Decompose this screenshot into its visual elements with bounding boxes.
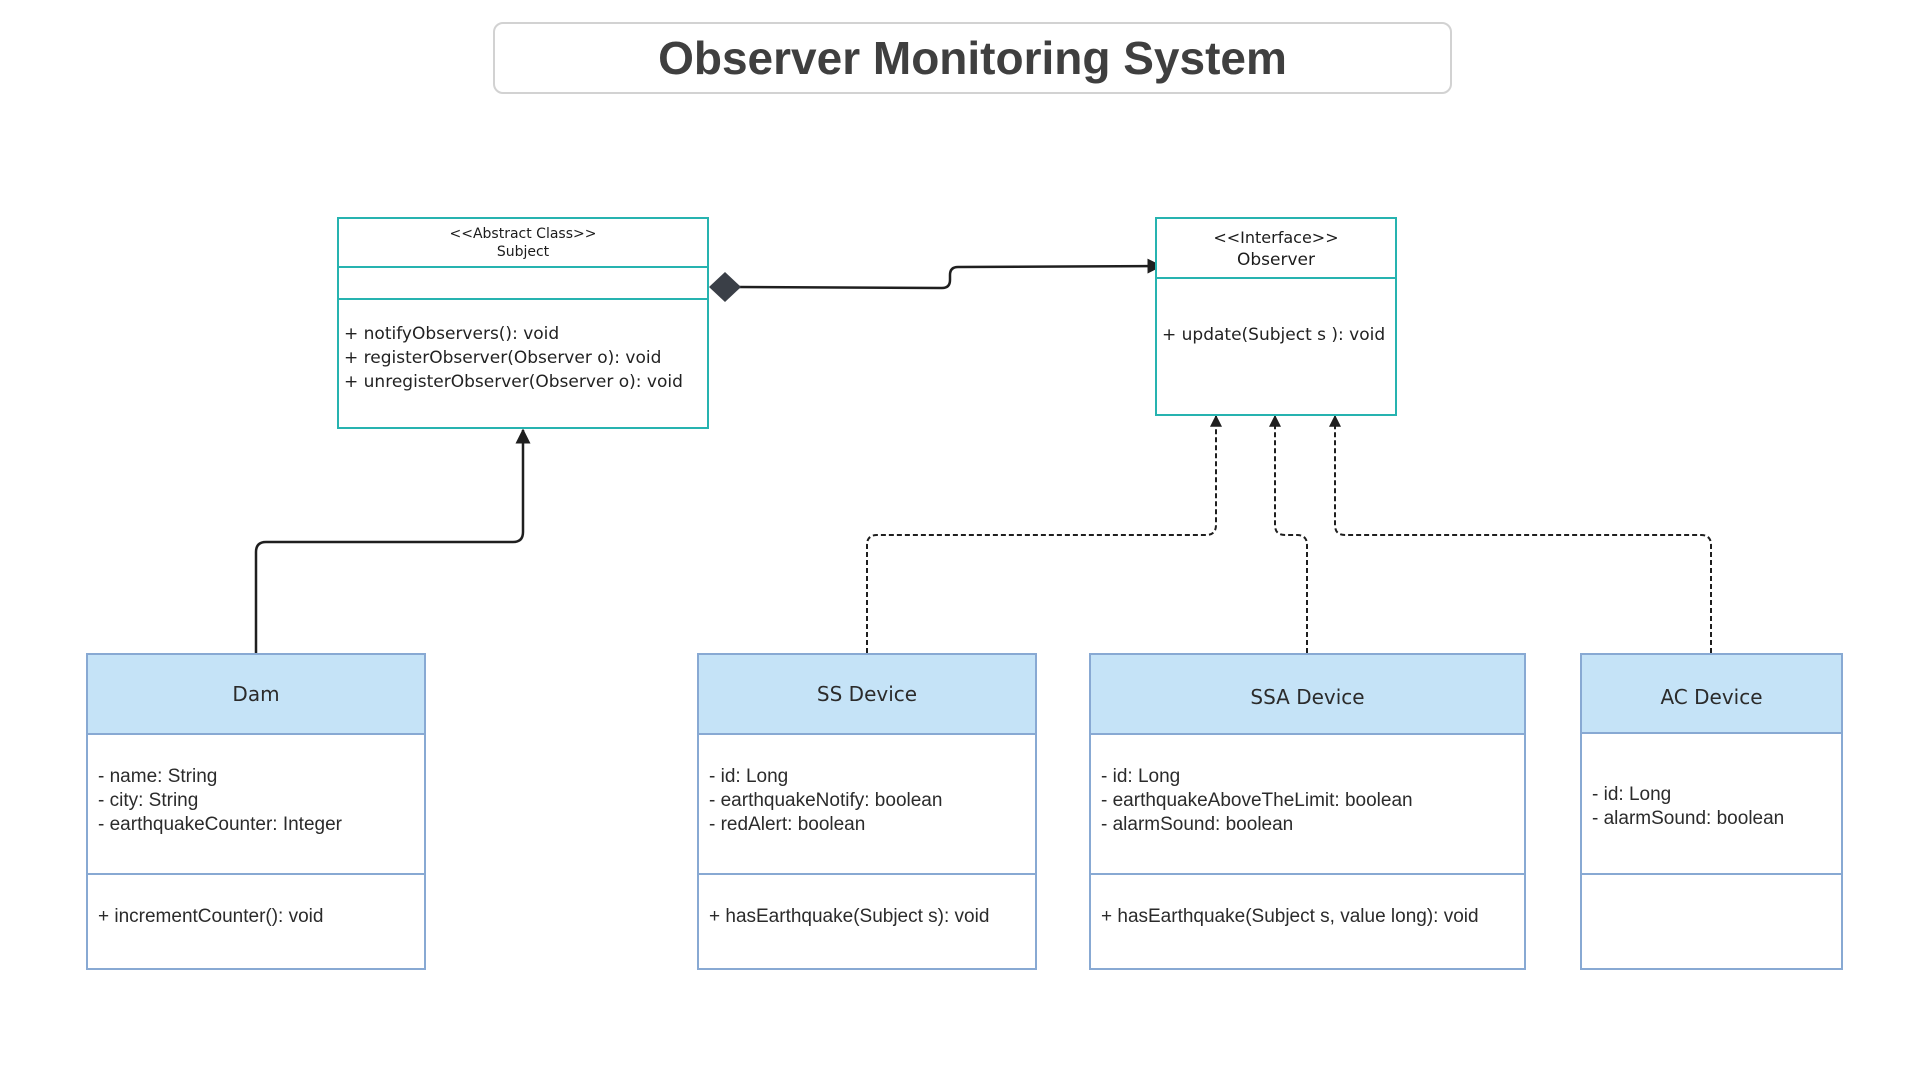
class-subject-methods: + notifyObservers(): void + registerObse… (339, 300, 707, 427)
class-ss-device-attributes: - id: Long - earthquakeNotify: boolean -… (699, 735, 1035, 875)
composition-diamond-icon (709, 272, 741, 302)
class-ac-device-name: AC Device (1660, 684, 1763, 709)
inheritance-line-dam-subject (254, 428, 531, 653)
class-subject-method: + registerObserver(Observer o): void (344, 348, 662, 368)
realization-line-ss-device-observer (866, 414, 1222, 653)
class-ac-device-header: AC Device (1582, 655, 1841, 734)
class-observer-stereotype: <<Interface>> (1213, 228, 1339, 247)
class-ss-device-method: + hasEarthquake(Subject s): void (709, 906, 990, 927)
class-observer-name: Observer (1237, 250, 1315, 270)
class-subject-method: + unregisterObserver(Observer o): void (344, 372, 683, 392)
class-subject-method: + notifyObservers(): void (344, 324, 560, 344)
class-observer-methods: + update(Subject s ): void (1157, 279, 1395, 414)
class-ss-device-attribute: - id: Long (709, 766, 789, 787)
class-ss-device[interactable]: SS Device - id: Long - earthquakeNotify:… (697, 653, 1037, 970)
class-subject-stereotype: <<Abstract Class>> (449, 226, 597, 242)
class-subject[interactable]: <<Abstract Class>> Subject + notifyObser… (337, 217, 709, 429)
class-dam-method: + incrementCounter(): void (98, 906, 324, 927)
class-dam[interactable]: Dam - name: String - city: String - eart… (86, 653, 426, 970)
class-ss-device-methods: + hasEarthquake(Subject s): void (699, 875, 1035, 968)
class-ssa-device-attribute: - alarmSound: boolean (1101, 814, 1294, 835)
class-ss-device-attribute: - earthquakeNotify: boolean (709, 790, 943, 811)
class-ssa-device-attribute: - earthquakeAboveTheLimit: boolean (1101, 790, 1413, 811)
class-dam-attributes: - name: String - city: String - earthqua… (88, 735, 424, 875)
class-ac-device-attributes: - id: Long - alarmSound: boolean (1582, 734, 1841, 875)
class-ssa-device-attribute: - id: Long (1101, 766, 1181, 787)
diagram-title-box: Observer Monitoring System (493, 22, 1452, 94)
class-observer-method: + update(Subject s ): void (1162, 325, 1386, 345)
class-dam-header: Dam (88, 655, 424, 735)
class-ssa-device-attributes: - id: Long - earthquakeAboveTheLimit: bo… (1091, 735, 1524, 875)
class-ssa-device[interactable]: SSA Device - id: Long - earthquakeAboveT… (1089, 653, 1526, 970)
class-ssa-device-methods: + hasEarthquake(Subject s, value long): … (1091, 875, 1524, 968)
class-ac-device-attribute: - alarmSound: boolean (1592, 808, 1785, 829)
class-observer[interactable]: <<Interface>> Observer + update(Subject … (1155, 217, 1397, 416)
class-ac-device-methods (1582, 875, 1841, 968)
class-ac-device-attribute: - id: Long (1592, 784, 1672, 805)
class-subject-name: Subject (496, 244, 550, 260)
realization-line-ac-device-observer (1329, 414, 1712, 653)
class-ssa-device-method: + hasEarthquake(Subject s, value long): … (1101, 906, 1479, 927)
realization-line-ssa-device-observer (1269, 414, 1308, 653)
diagram-title: Observer Monitoring System (658, 32, 1287, 84)
class-dam-attribute: - earthquakeCounter: Integer (98, 814, 342, 835)
class-ssa-device-name: SSA Device (1250, 685, 1365, 709)
class-ss-device-name: SS Device (816, 682, 918, 706)
class-ac-device[interactable]: AC Device - id: Long - alarmSound: boole… (1580, 653, 1843, 970)
class-subject-attributes (339, 268, 707, 300)
composition-line-subject-observer (737, 258, 1163, 290)
class-observer-header: <<Interface>> Observer (1157, 219, 1395, 279)
class-dam-name: Dam (232, 682, 280, 706)
class-subject-header: <<Abstract Class>> Subject (339, 219, 707, 268)
class-dam-methods: + incrementCounter(): void (88, 875, 424, 968)
class-dam-attribute: - city: String (98, 790, 199, 811)
class-ssa-device-header: SSA Device (1091, 655, 1524, 735)
class-ss-device-attribute: - redAlert: boolean (709, 814, 866, 835)
class-dam-attribute: - name: String (98, 766, 218, 787)
class-ss-device-header: SS Device (699, 655, 1035, 735)
